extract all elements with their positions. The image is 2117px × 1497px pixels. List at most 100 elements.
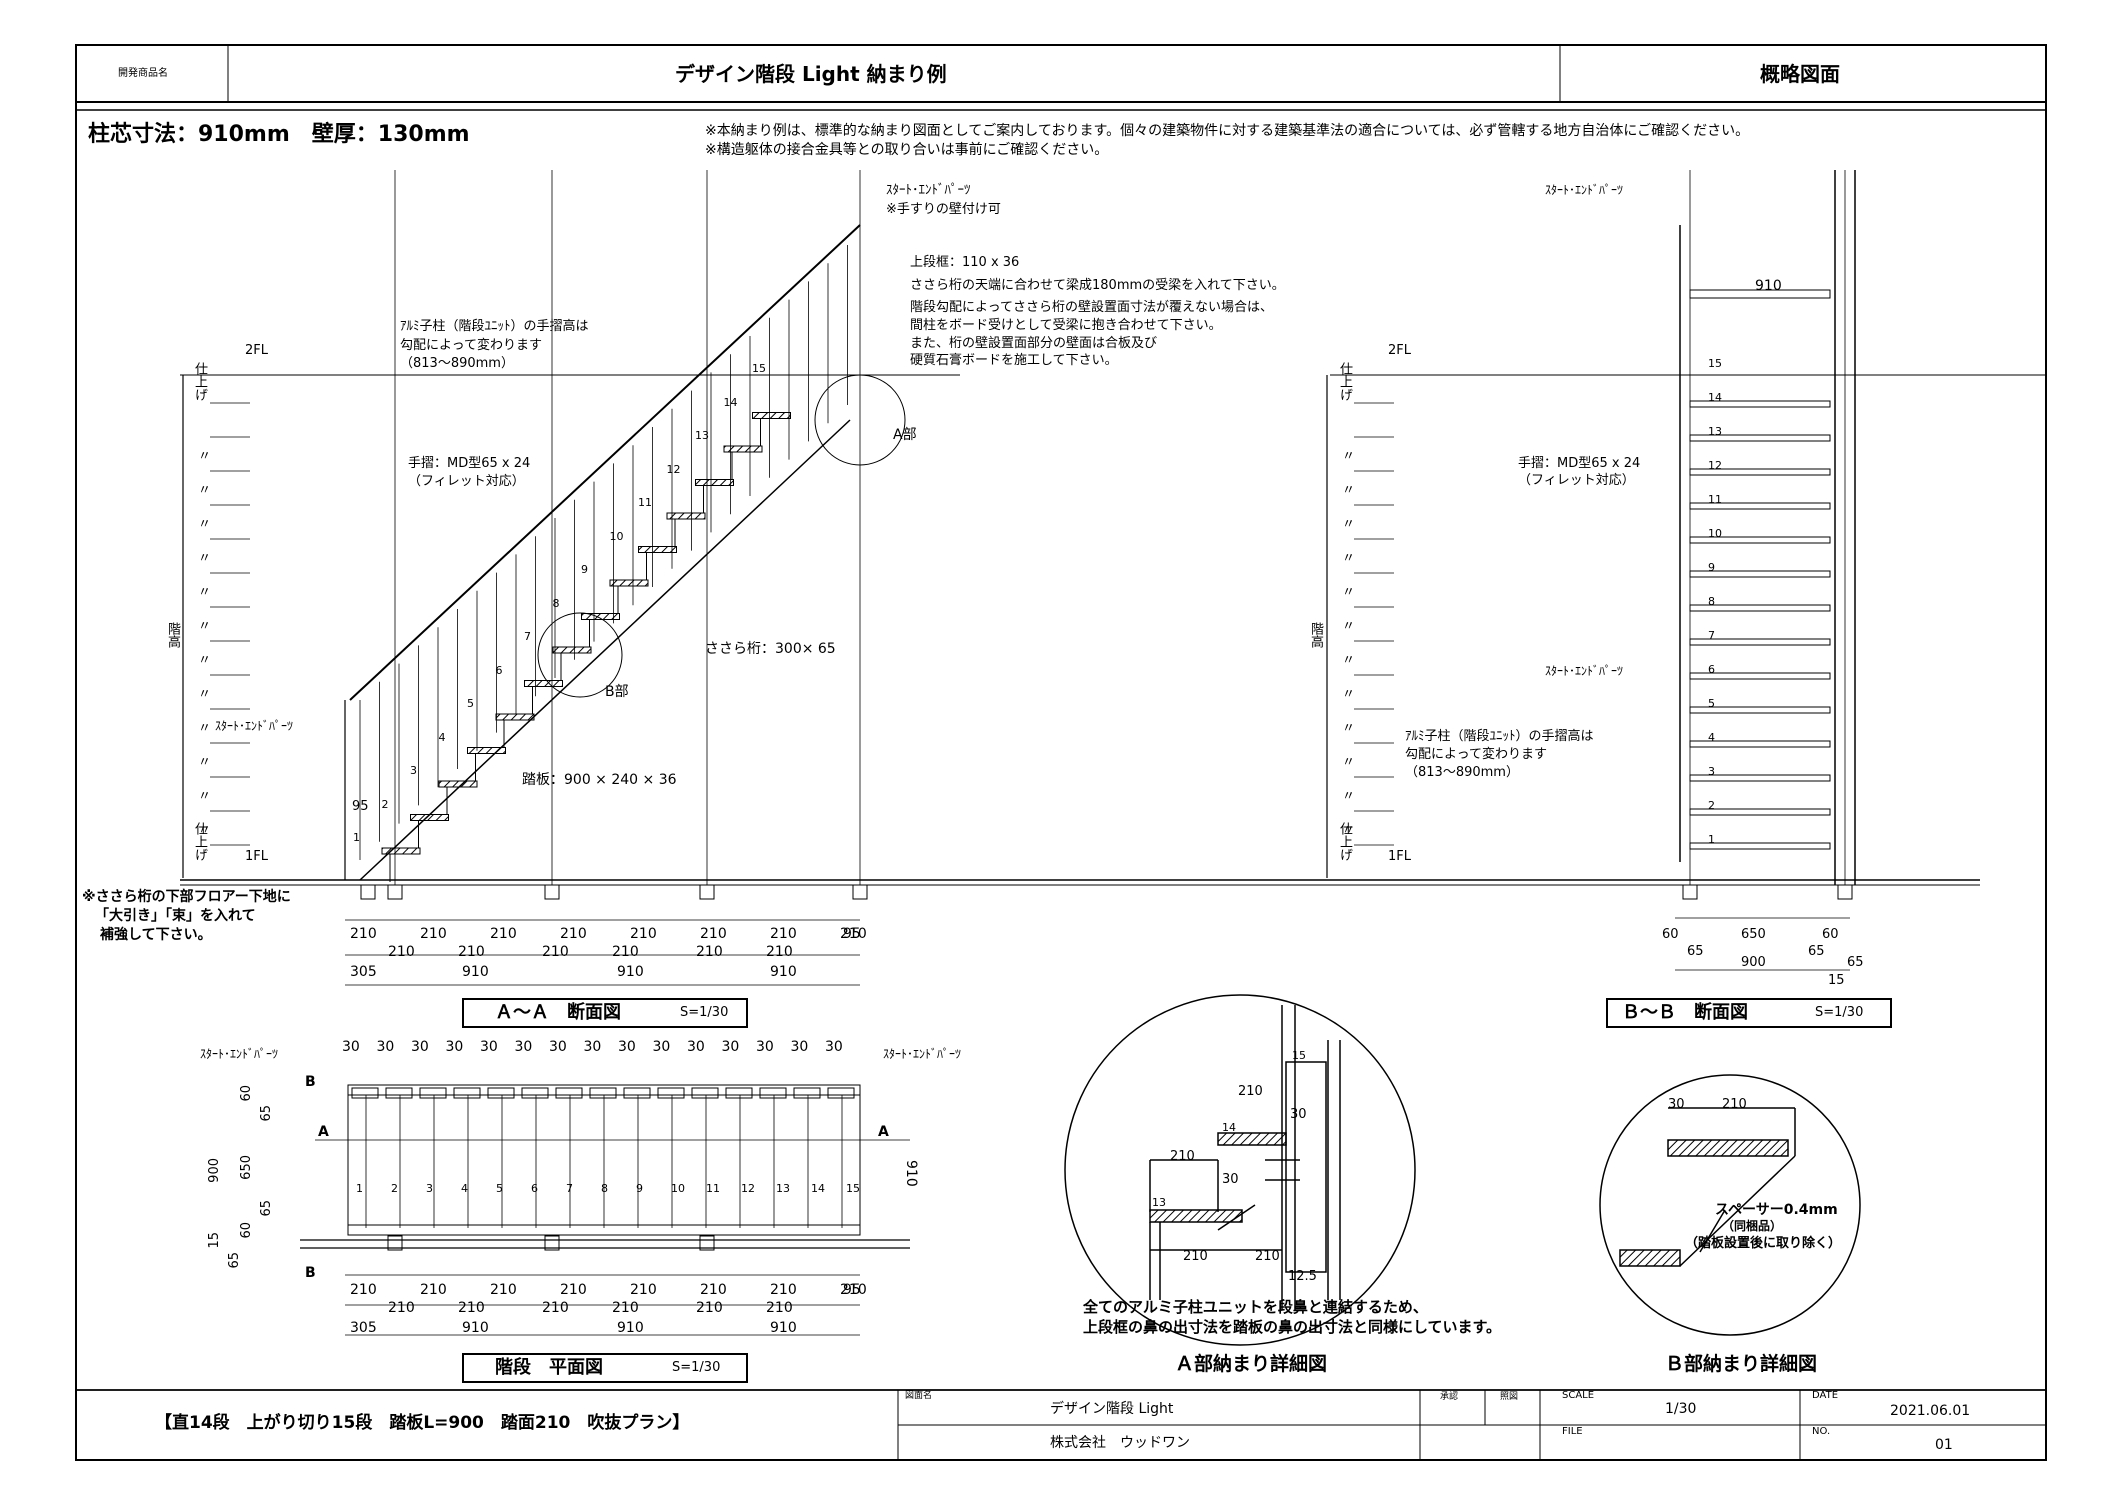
bb-step-number: 9 xyxy=(1708,561,1715,574)
bb-width-910: 910 xyxy=(1755,278,1782,294)
plan-dim-row3: 910 xyxy=(462,1320,489,1336)
bb-tread xyxy=(1689,842,1831,850)
bb-ditto-mark: 〃 xyxy=(1342,823,1356,838)
plan-step-number: 12 xyxy=(741,1182,755,1195)
bb-ditto-mark: 〃 xyxy=(1342,789,1356,804)
plan-step-number: 3 xyxy=(426,1182,433,1195)
det-a-30a: 30 xyxy=(1290,1107,1307,1122)
plan-dim-row2: 210 xyxy=(766,1300,793,1316)
aa-handrail-2: （フィレット対応） xyxy=(408,474,525,489)
spec-text: 柱芯寸法：910mm 壁厚：130mm xyxy=(88,122,470,147)
plan-dim-65a: 65 xyxy=(259,1105,274,1122)
det-a-210a: 210 xyxy=(1238,1084,1263,1099)
aa-floor-note-1: ※ささら桁の下部フロアー下地に xyxy=(82,889,291,905)
aa-caption: Ａ～Ａ 断面図 xyxy=(495,1002,621,1023)
plan-top-dim: 30 xyxy=(652,1039,671,1055)
footer-drawing-name-label: 図面名 xyxy=(905,1391,933,1401)
plan-dim-60b: 60 xyxy=(239,1222,254,1239)
section-aa-lines xyxy=(180,170,1980,986)
plan-start-end-left: ｽﾀｰﾄ･ｴﾝﾄﾞﾊﾟｰﾂ xyxy=(200,1047,279,1061)
plan-step-number: 14 xyxy=(811,1182,825,1195)
aa-ditto-mark: 〃 xyxy=(198,585,212,600)
bb-start-end-top: ｽﾀｰﾄ･ｴﾝﾄﾞﾊﾟｰﾂ xyxy=(1545,183,1624,197)
det-a-12-5: 12.5 xyxy=(1288,1269,1317,1284)
bb-step-number: 1 xyxy=(1708,833,1715,846)
plan-top-dim: 30 xyxy=(411,1039,429,1055)
aa-beam-note-5: 硬質石膏ボードを施工して下さい。 xyxy=(910,353,1118,368)
bb-step-number: 12 xyxy=(1708,459,1722,472)
bb-step-number: 10 xyxy=(1708,527,1722,540)
det-b-caption: Ｂ部納まり詳細図 xyxy=(1665,1353,1818,1375)
plan-top-dim: 30 xyxy=(756,1039,774,1055)
plan-column-marker xyxy=(387,1235,403,1251)
plan-baluster-bracket xyxy=(725,1087,753,1099)
det-b-spacer-3: （踏板設置後に取り除く） xyxy=(1685,1236,1842,1251)
aa-ditto-mark: 〃 xyxy=(198,551,212,566)
bb-tread xyxy=(1689,604,1831,612)
det-a-30b: 30 xyxy=(1222,1172,1239,1187)
plan-top-dim: 30 xyxy=(825,1039,843,1055)
bb-caption: Ｂ～Ｂ 断面図 xyxy=(1622,1002,1748,1023)
aa-ditto-mark: 〃 xyxy=(198,721,212,736)
drawing-type: 概略図面 xyxy=(1760,62,1840,86)
det-b-30: 30 xyxy=(1668,1097,1685,1112)
aa-tread xyxy=(552,646,592,654)
aa-dim-row3: 910 xyxy=(617,964,644,980)
aa-caption-box xyxy=(462,998,748,1028)
bb-tread xyxy=(1689,536,1831,544)
aa-dim-row1: 210 xyxy=(490,926,517,942)
aa-finish-top: 仕上げ xyxy=(192,362,207,401)
aa-tread xyxy=(723,445,763,453)
aa-step-number: 5 xyxy=(467,697,474,710)
aa-dim-row1: 210 xyxy=(630,926,657,942)
bb-tread xyxy=(1689,570,1831,578)
bb-ditto-mark: 〃 xyxy=(1342,551,1356,566)
footer-approval: 承認 xyxy=(1440,1392,1459,1402)
plan-baluster-bracket xyxy=(419,1087,447,1099)
aa-dim-row3: 910 xyxy=(462,964,489,980)
aa-tread xyxy=(609,579,649,587)
plan-top-dim: 30 xyxy=(549,1039,567,1055)
aa-baluster-3: （813～890mm） xyxy=(400,356,514,371)
aa-tread: 踏板：900 × 240 × 36 xyxy=(522,772,677,788)
aa-ditto-mark: 〃 xyxy=(198,789,212,804)
plan-step-number: 15 xyxy=(846,1182,860,1195)
aa-ditto-mark: 〃 xyxy=(198,483,212,498)
aa-ditto-mark: 〃 xyxy=(198,755,212,770)
aa-baluster-2: 勾配によって変わります xyxy=(400,338,542,353)
aa-dim-row1: 210 xyxy=(700,926,727,942)
aa-beam-note-3: 間柱をボード受けとして受梁に抱き合わせて下さい。 xyxy=(910,318,1222,333)
bb-step-number: 3 xyxy=(1708,765,1715,778)
bb-handrail-2: （フィレット対応） xyxy=(1518,473,1635,488)
plan-baluster-bracket xyxy=(351,1087,379,1099)
aa-top-frame: 上段框：110 x 36 xyxy=(910,255,1020,270)
footer-scale: 1/30 xyxy=(1665,1401,1697,1417)
plan-dim-row3: 305 xyxy=(350,1320,377,1336)
bb-tread xyxy=(1689,774,1831,782)
aa-column-marker xyxy=(360,884,376,900)
plan-column-marker xyxy=(544,1235,560,1251)
aa-dim-row1: 210 xyxy=(350,926,377,942)
bb-dim-65c: 65 xyxy=(1847,955,1864,970)
aa-ditto-mark: 〃 xyxy=(198,687,212,702)
plan-dim-row1: 95 xyxy=(843,1282,861,1298)
plan-dim-row1: 210 xyxy=(700,1282,727,1298)
aa-detail-a-circle xyxy=(814,374,906,466)
plan-dim-row2: 210 xyxy=(696,1300,723,1316)
bb-tread xyxy=(1689,468,1831,476)
bb-step-number: 5 xyxy=(1708,697,1715,710)
aa-floor-note-2: 「大引き」「束」を入れて xyxy=(95,908,256,924)
bb-ditto-mark: 〃 xyxy=(1342,721,1356,736)
aa-step-number: 14 xyxy=(723,395,738,409)
plan-baluster-bracket xyxy=(759,1087,787,1099)
bb-dim-65b: 65 xyxy=(1808,944,1825,959)
plan-step-number: 11 xyxy=(706,1182,720,1195)
plan-step-number: 10 xyxy=(671,1182,685,1195)
plan-baluster-bracket xyxy=(657,1087,685,1099)
footer-date: 2021.06.01 xyxy=(1890,1403,1971,1419)
plan-top-dim: 30 xyxy=(618,1039,636,1055)
footer-no-label: NO. xyxy=(1812,1426,1831,1437)
bb-baluster-1: ｱﾙﾐ子柱（階段ﾕﾆｯﾄ）の手摺高は xyxy=(1405,729,1594,744)
aa-part-b: B部 xyxy=(605,684,629,700)
plan-top-dim: 30 xyxy=(342,1039,360,1055)
